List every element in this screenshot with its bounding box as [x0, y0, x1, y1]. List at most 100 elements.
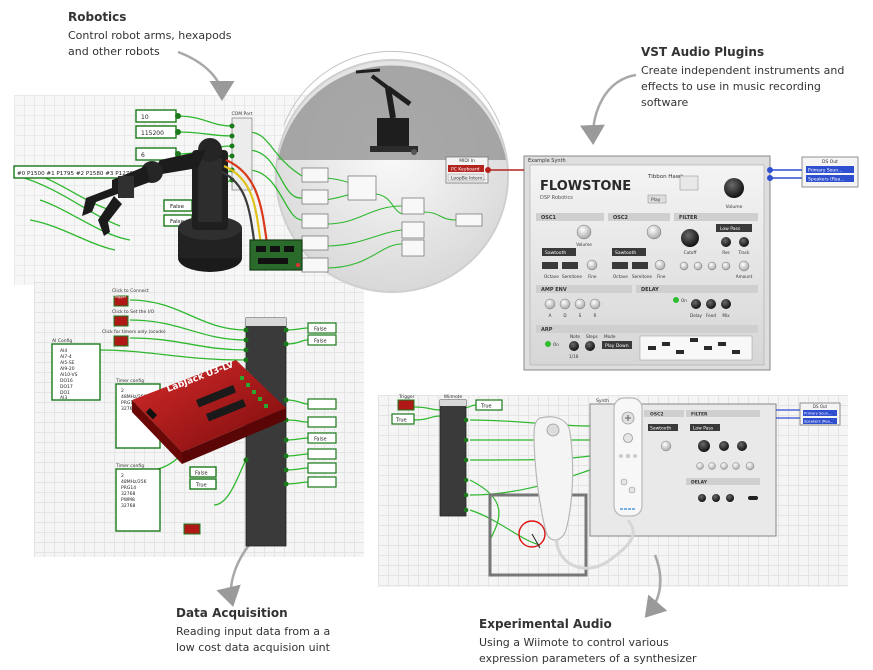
ds-out-label: DS Out: [822, 159, 838, 165]
master-volume-knob[interactable]: [724, 178, 744, 198]
arp-on-led[interactable]: [545, 341, 551, 347]
wii-delay-knob[interactable]: [712, 494, 720, 502]
output-select[interactable]: [806, 166, 854, 173]
filter-amount-knob[interactable]: [738, 260, 750, 272]
osc1-wave-label: Sawtooth: [545, 250, 566, 256]
wii-filter-knob[interactable]: [737, 441, 747, 451]
synth-preset-name: Tibbon Hawk: [647, 174, 684, 180]
ai-config-item: AI5-SE: [60, 360, 75, 366]
arp-label: Steps: [586, 334, 598, 339]
robotics-pointer-arrow: [177, 50, 235, 101]
filter-label: Track: [738, 250, 751, 255]
midi-in-label: MIDI In: [459, 158, 475, 164]
connect-trigger-button[interactable]: [113, 295, 129, 307]
osc2-semitone[interactable]: [632, 262, 648, 269]
timers-trigger-button[interactable]: [113, 335, 129, 347]
bottom-trigger-button[interactable]: [183, 523, 201, 535]
amp-env-knob[interactable]: [544, 298, 556, 310]
filter-env-knob[interactable]: [679, 261, 689, 271]
wii-output-true-box[interactable]: [475, 399, 503, 411]
delay-knob[interactable]: [721, 299, 731, 309]
trigger-label: Trigger: [113, 295, 127, 299]
daq-true-label: True: [195, 483, 207, 489]
wii-true-box[interactable]: [391, 413, 415, 425]
set-io-trigger-button[interactable]: [113, 315, 129, 327]
filter-cutoff-knob[interactable]: [681, 229, 699, 247]
filter-env-knob[interactable]: [707, 261, 717, 271]
arp-mode-select[interactable]: [602, 341, 632, 349]
wii-osc-knob[interactable]: [660, 440, 672, 452]
delay-on-led[interactable]: [673, 297, 679, 303]
robot-false-label: False: [170, 219, 185, 225]
robot-magnifier: [275, 50, 509, 293]
pc-keyboard-select[interactable]: [448, 165, 484, 172]
osc1-octave[interactable]: [542, 262, 558, 269]
filter-env-knob[interactable]: [693, 261, 703, 271]
osc2-volume-knob[interactable]: [646, 224, 662, 240]
accelerometer-display: [488, 493, 588, 577]
arp-note-knob[interactable]: [569, 341, 579, 351]
wii-filter-header: FILTER: [691, 412, 708, 418]
wiimote-controller: [613, 397, 643, 517]
wii-env-knob[interactable]: [720, 462, 728, 470]
arp-mode-label: Play Down: [605, 343, 629, 349]
accelerometer-indicator: [518, 520, 546, 548]
filter-type-select[interactable]: [716, 224, 752, 232]
output-select[interactable]: [806, 175, 854, 182]
wii-filter-type-select[interactable]: [690, 424, 720, 431]
wii-delay-toggle[interactable]: [748, 496, 758, 500]
wii-output-select[interactable]: [803, 410, 837, 416]
loopbe-label: LoopBe Intern...: [451, 176, 487, 182]
osc1-header: OSC1: [541, 215, 557, 221]
wii-env-knob[interactable]: [708, 462, 716, 470]
loopbe-select[interactable]: [447, 173, 485, 182]
wii-delay-knob[interactable]: [726, 494, 734, 502]
amp-env-knob[interactable]: [574, 298, 586, 310]
timer-config-item: PWM8: [121, 497, 135, 503]
wii-node-graph: Trigger True True Wiimote Synth OSC2 FIL…: [391, 394, 841, 577]
wii-filter-knob[interactable]: [719, 441, 729, 451]
vst-desc-line: Create independent instruments and: [641, 64, 845, 77]
amp-env-knob[interactable]: [589, 298, 601, 310]
osc2-octave[interactable]: [612, 262, 628, 269]
flowstone-sub: DSP Robotics: [540, 195, 573, 201]
arp-steps-knob[interactable]: [585, 341, 595, 351]
ai-config-item: AI3: [60, 395, 67, 401]
wii-trigger-button[interactable]: [397, 399, 415, 411]
play-button[interactable]: [647, 194, 667, 204]
play-label: Play: [651, 197, 661, 203]
osc2-header: OSC2: [613, 215, 629, 221]
wii-osc-wave-select[interactable]: [648, 424, 678, 431]
osc1-semitone[interactable]: [562, 262, 578, 269]
wii-filter-knob[interactable]: [698, 440, 710, 452]
osc1-fine-knob[interactable]: [586, 259, 598, 271]
pc-keyboard-label: PC Keyboard: [451, 167, 480, 173]
osc2-wave-select[interactable]: [612, 248, 646, 256]
master-volume-label: Volume: [726, 204, 743, 210]
delay-knob[interactable]: [691, 299, 701, 309]
filter-res-knob[interactable]: [721, 237, 731, 247]
ai-config-list[interactable]: [51, 343, 101, 401]
arp-on-label: On: [553, 342, 559, 347]
labjack-device: LabJack U3-LV: [132, 360, 286, 464]
amp-env-knob[interactable]: [559, 298, 571, 310]
wii-env-knob[interactable]: [696, 462, 704, 470]
osc2-fine-knob[interactable]: [654, 259, 666, 271]
osc1-wave-select[interactable]: [542, 248, 576, 256]
timer-config-list[interactable]: [115, 468, 161, 532]
connect-button-label: Click to Connect: [112, 288, 149, 294]
amp-env-label: A: [549, 313, 552, 318]
wii-delay-knob[interactable]: [698, 494, 706, 502]
filter-track-knob[interactable]: [739, 237, 749, 247]
robot-input-value: 6: [141, 152, 145, 159]
filter-env-knob[interactable]: [721, 261, 731, 271]
ai-config-item: AI7-4: [60, 354, 72, 360]
daq-true-box[interactable]: [189, 478, 217, 490]
wii-env-knob[interactable]: [732, 462, 740, 470]
daq-false-box[interactable]: [189, 466, 217, 478]
delay-knob[interactable]: [706, 299, 716, 309]
wii-output-select[interactable]: [803, 418, 837, 424]
osc1-volume-knob[interactable]: [576, 224, 592, 240]
wii-ds-out-label: DS Out: [813, 404, 828, 409]
wii-env-knob[interactable]: [745, 461, 755, 471]
